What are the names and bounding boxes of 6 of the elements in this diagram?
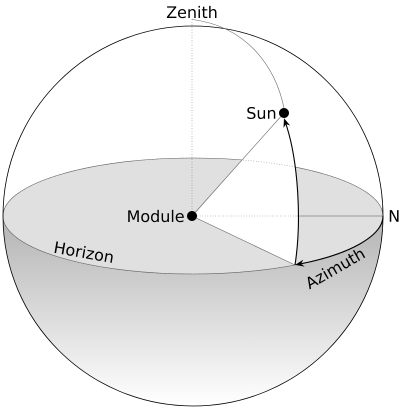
line bbox=[192, 19, 284, 108]
zenith-label: Zenith bbox=[166, 6, 216, 18]
line bbox=[195, 116, 281, 212]
horizon-label: Horizon bbox=[54, 241, 113, 263]
line bbox=[196, 218, 296, 266]
north-label: N bbox=[390, 210, 399, 222]
